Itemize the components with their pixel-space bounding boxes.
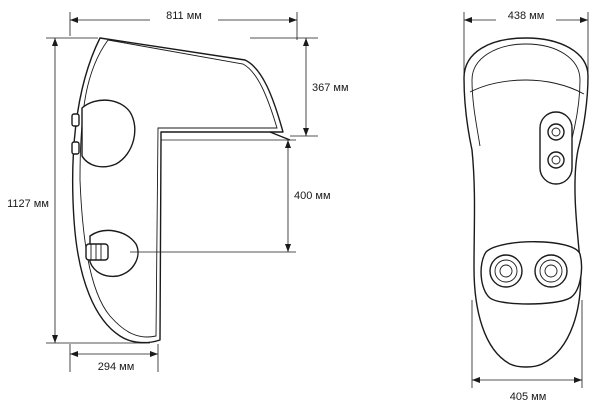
dim-front-width-top-label: 438 мм xyxy=(508,10,545,22)
dim-side-height-label: 1127 мм xyxy=(7,198,49,210)
side-view-upper-bulge xyxy=(81,99,136,168)
front-view-cowl xyxy=(469,79,585,95)
dim-spout-height-label: 367 мм xyxy=(312,82,349,94)
front-view-dispenser-block xyxy=(480,241,583,305)
dim-front-width-bottom-label: 405 мм xyxy=(510,391,547,403)
dim-clearance: 400 мм xyxy=(130,139,331,253)
dim-front-width-bottom: 405 мм xyxy=(471,300,583,403)
dim-spout-height: 367 мм xyxy=(250,37,349,137)
dim-base-depth: 294 мм xyxy=(69,344,159,373)
side-view-nozzle xyxy=(85,243,109,261)
side-view-spout-tip xyxy=(269,131,291,141)
dim-base-depth-label: 294 мм xyxy=(98,361,135,373)
side-view-button-upper-1 xyxy=(71,113,80,127)
side-view xyxy=(71,37,291,344)
front-view xyxy=(463,37,589,368)
dim-side-width: 811 мм xyxy=(69,8,298,40)
dim-side-height: 1127 мм xyxy=(2,37,150,344)
front-view-dryer-outlet xyxy=(539,111,573,185)
side-view-lower-bulge xyxy=(89,229,139,278)
side-view-button-upper-2 xyxy=(71,141,80,155)
front-view-inner-contour xyxy=(525,43,581,147)
dim-front-width-top: 438 мм xyxy=(463,8,589,76)
dim-side-width-label: 811 мм xyxy=(166,10,202,22)
side-view-body-outline xyxy=(71,37,284,344)
dim-clearance-label: 400 мм xyxy=(294,190,331,202)
